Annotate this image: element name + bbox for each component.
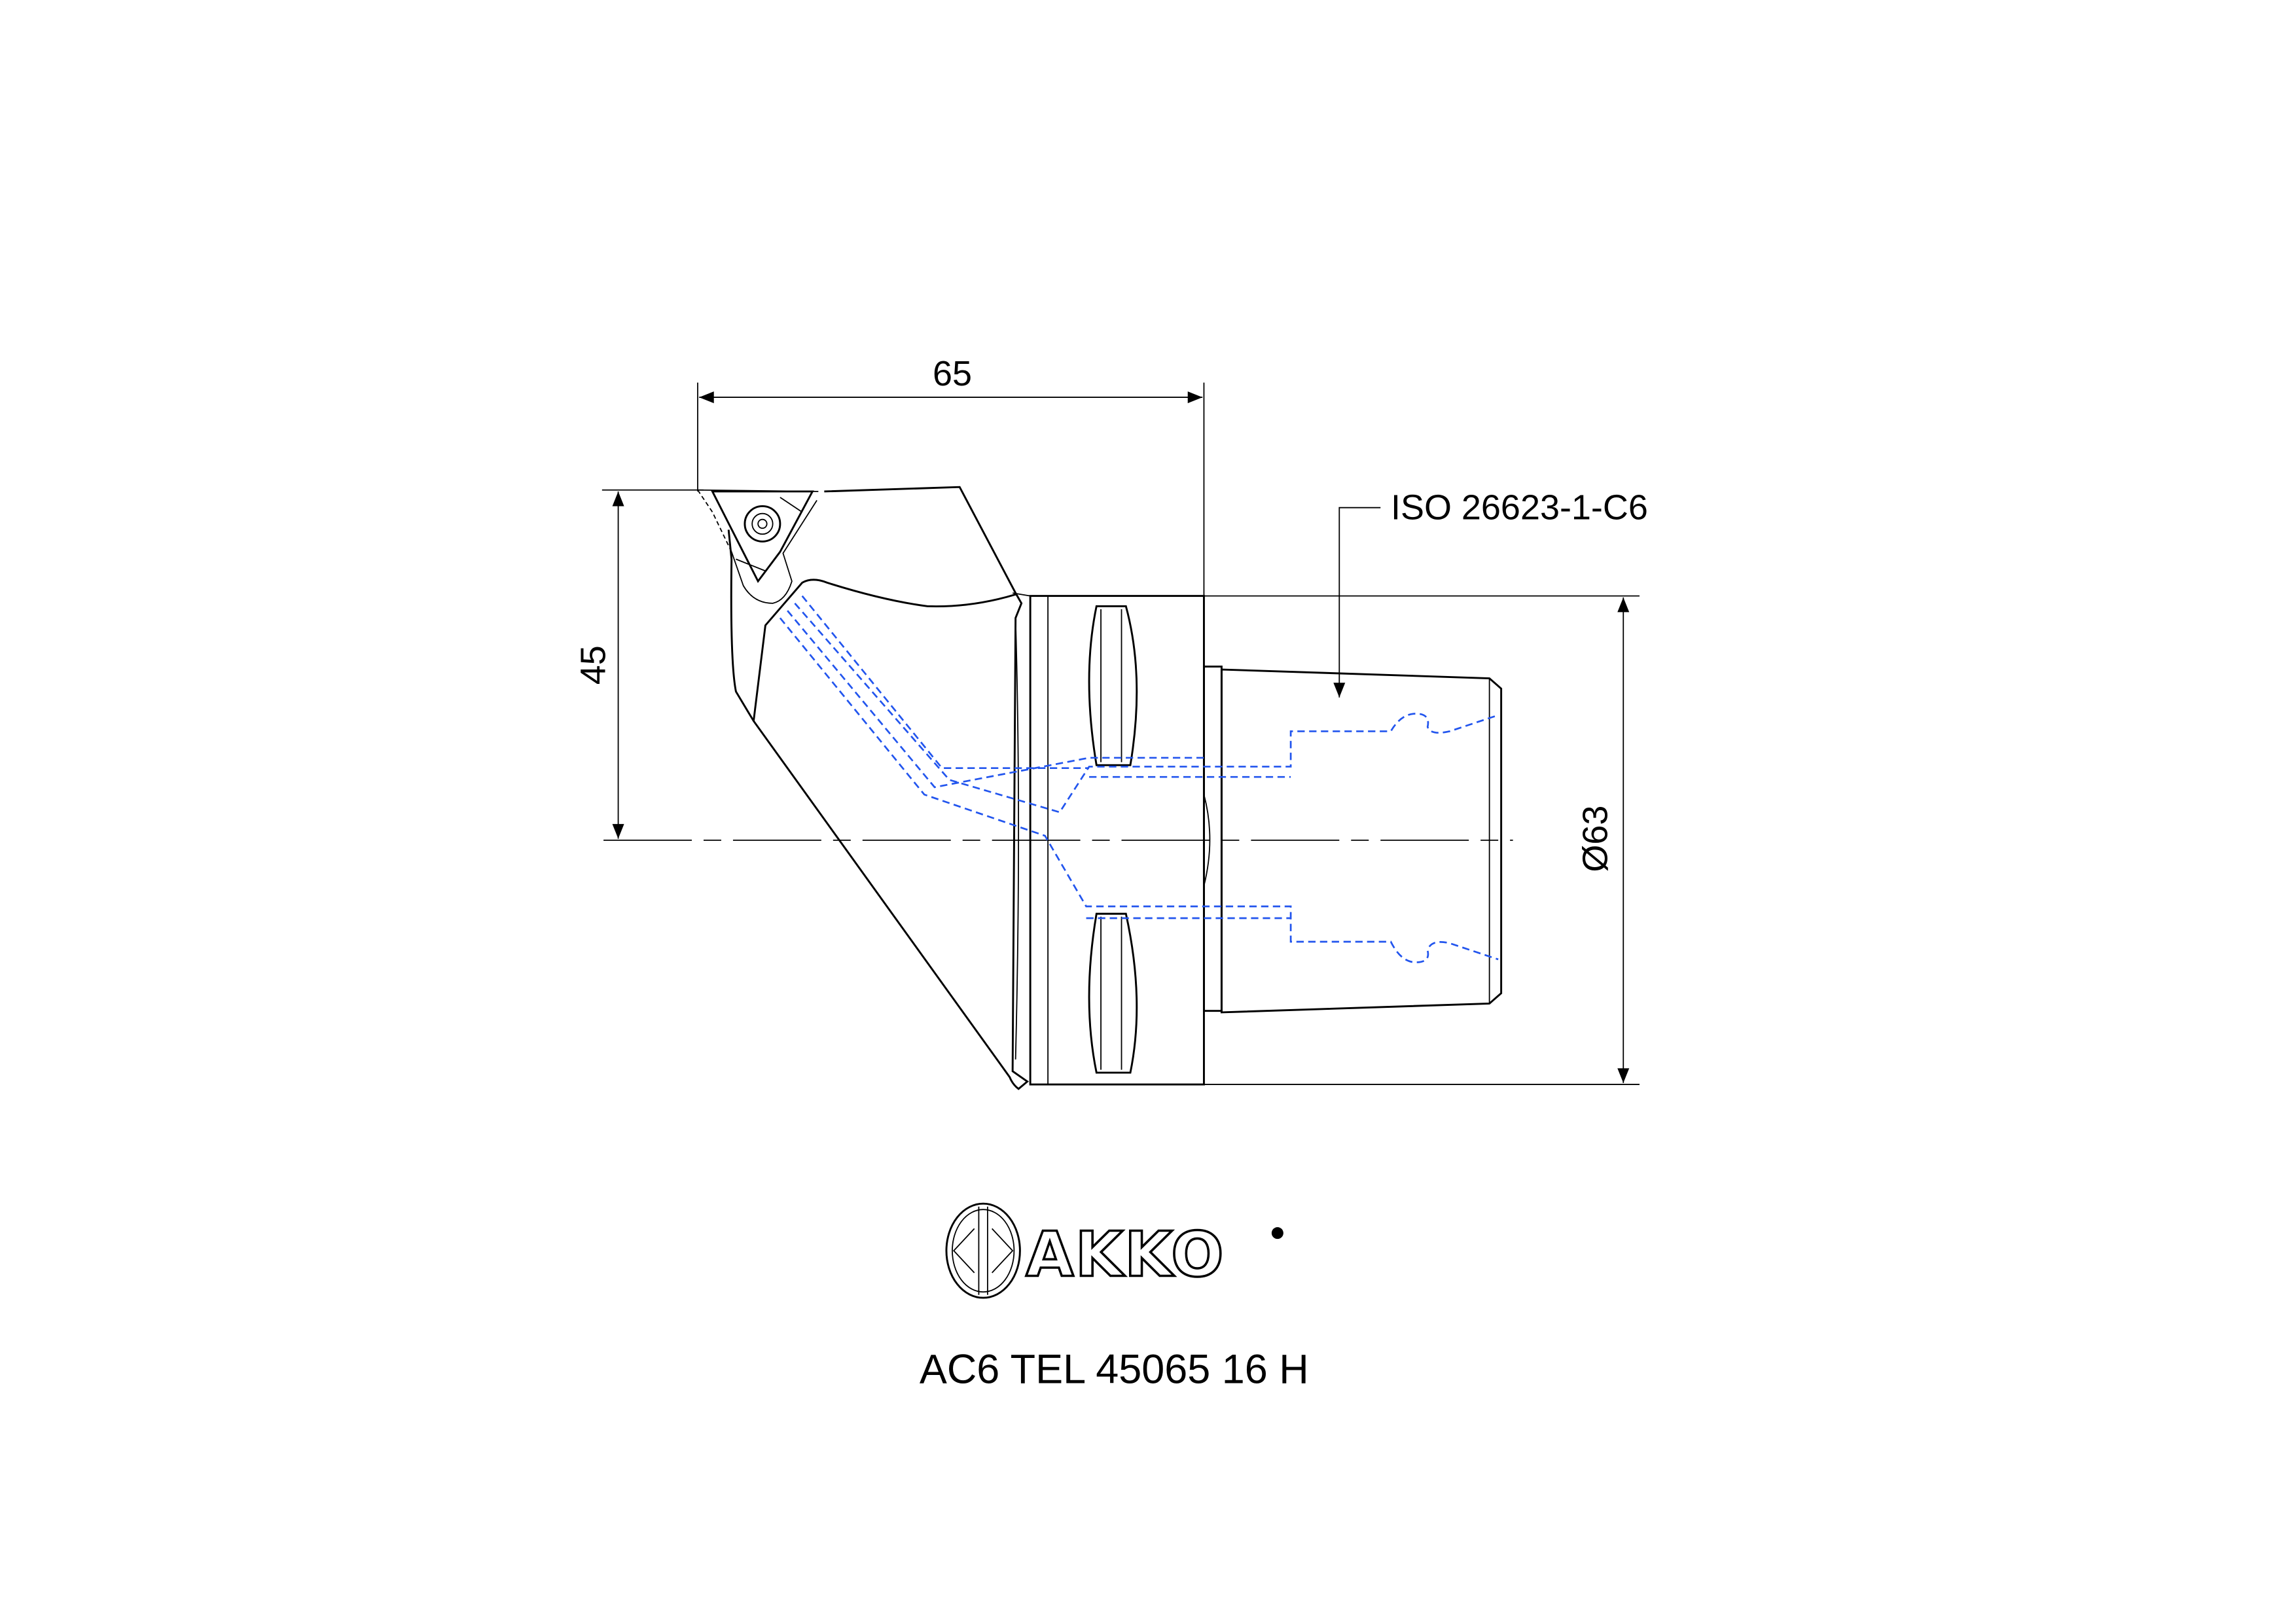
cutting-insert (711, 490, 814, 583)
dimension-height-label: 45 (573, 645, 613, 685)
interface-callout: ISO 26623-1-C6 (1333, 488, 1648, 698)
dimension-diameter: Ø63 (1204, 595, 1640, 1085)
akko-logo: AKKO (945, 1202, 1283, 1299)
logo-wordmark: AKKO (1026, 1219, 1225, 1291)
dimension-height: 45 (573, 489, 704, 839)
dimension-length: 65 (697, 354, 1205, 596)
dimension-length-label: 65 (933, 354, 972, 393)
flange (1012, 592, 1205, 1086)
interface-callout-label: ISO 26623-1-C6 (1391, 488, 1648, 527)
coolant-channels (779, 595, 1499, 963)
insert-screw-icon (744, 505, 781, 543)
shank-iso-c6 (1202, 666, 1503, 1014)
registered-mark-icon (1271, 1227, 1283, 1240)
part-number: AC6 TEL 45065 16 H (920, 1347, 1309, 1393)
dimension-diameter-label: Ø63 (1576, 806, 1615, 872)
